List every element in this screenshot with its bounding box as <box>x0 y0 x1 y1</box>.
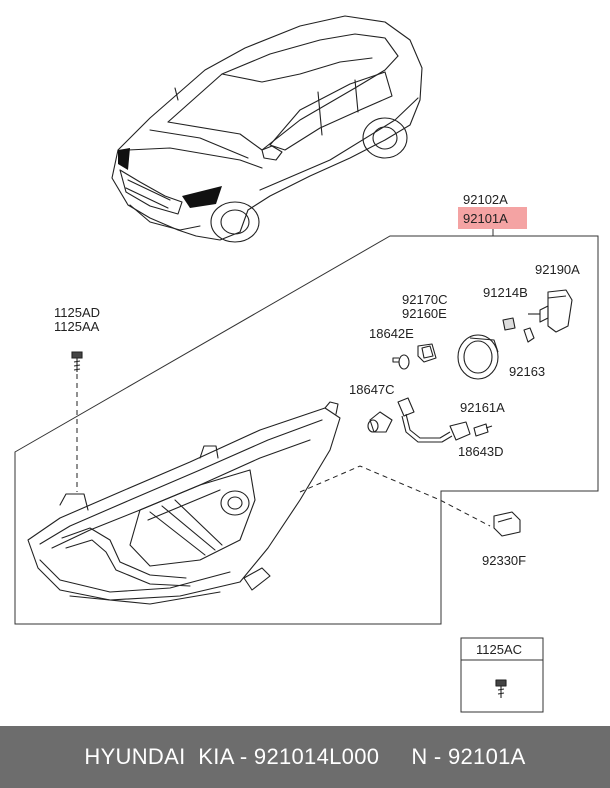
label-18647C: 18647C <box>349 382 395 397</box>
assembly-boundary <box>14 229 599 625</box>
car-headlamp-left <box>118 148 130 170</box>
clip-92163-icon <box>523 327 535 343</box>
headlamp-assembly <box>27 401 341 605</box>
label-18643D: 18643D <box>458 444 504 459</box>
label-92330F: 92330F <box>482 553 526 568</box>
headlamp-parts-diagram: 92102A 92101A 92190A 91214B 92170C 92160… <box>14 15 599 713</box>
cap-92161A-icon <box>457 334 499 380</box>
label-92163: 92163 <box>509 364 545 379</box>
label-1125AC: 1125AC <box>476 642 522 657</box>
label-92161A: 92161A <box>460 400 505 415</box>
screw-1125AC-icon <box>495 679 507 698</box>
part-1125AC-box <box>460 637 544 713</box>
socket-92170C-icon <box>417 343 437 363</box>
bulb-18643D-icon <box>473 423 493 437</box>
bulb-18642E-icon <box>392 354 410 370</box>
footer-bar: HYUNDAI KIA - 921014L000 N - 92101A <box>0 726 610 788</box>
bolt-1125AD-icon <box>71 351 83 372</box>
label-1125AA: 1125AA <box>54 319 100 334</box>
grommet-91214B-icon <box>502 317 516 331</box>
highlight-92101A <box>458 207 527 229</box>
label-18642E: 18642E <box>369 326 414 341</box>
wiring-harness-icon <box>397 397 471 443</box>
label-91214B: 91214B <box>483 285 528 300</box>
car-illustration <box>111 15 423 243</box>
leveling-motor-92190A-icon <box>528 289 573 333</box>
label-92101A: 92101A <box>463 211 508 226</box>
footer-part-text: HYUNDAI KIA - 921014L000 N - 92101A <box>84 744 526 769</box>
side-marker-92330F-icon <box>493 511 521 537</box>
bulb-18647C-icon <box>367 411 393 433</box>
car-headlamp-right <box>182 186 222 208</box>
label-92170C: 92170C <box>402 292 448 307</box>
side-marker-leader <box>299 465 491 527</box>
label-92102A: 92102A <box>463 192 508 207</box>
label-1125AD: 1125AD <box>54 305 100 320</box>
label-92160E: 92160E <box>402 306 447 321</box>
label-92190A: 92190A <box>535 262 580 277</box>
